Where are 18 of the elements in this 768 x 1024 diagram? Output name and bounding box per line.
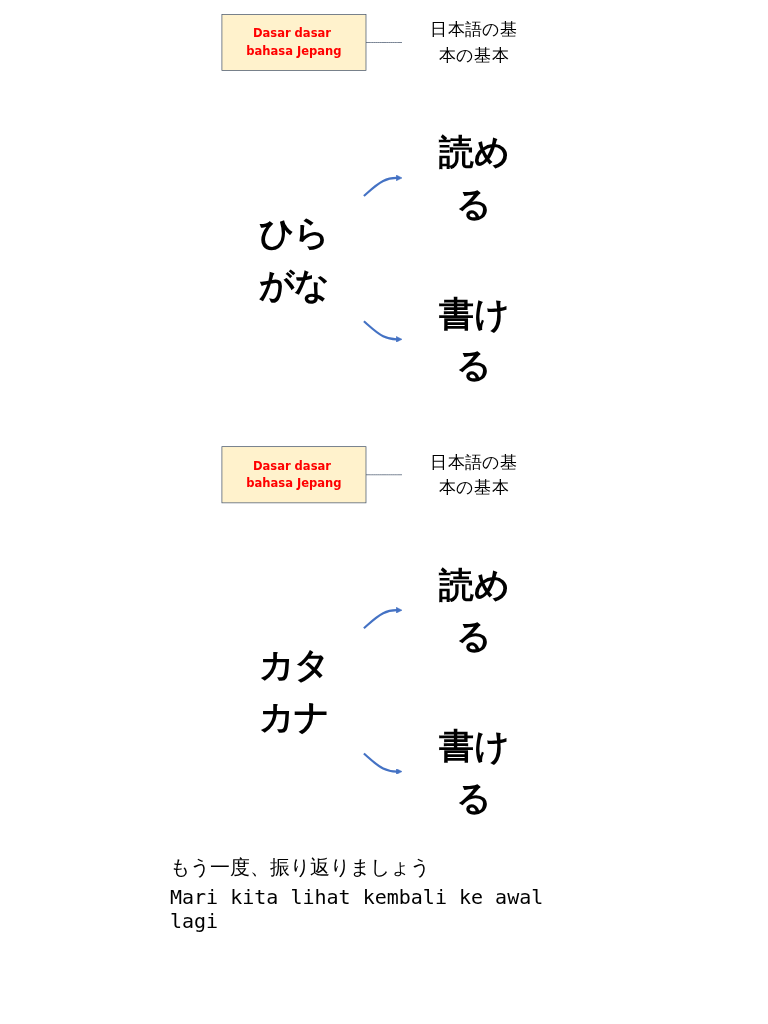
node-text: 読める <box>439 564 509 657</box>
node-text: 日本語の基本の基本 <box>430 19 518 66</box>
note-text: もう一度、振り返りましょう <box>170 854 431 881</box>
node-text: 書ける <box>439 725 509 818</box>
connector <box>365 474 403 476</box>
arrow <box>363 320 403 343</box>
node-text: 日本語の基本の基本 <box>430 451 518 498</box>
node-box: Dasar dasar bahasa Jepang <box>221 446 367 504</box>
node-text: ひらがな <box>258 212 330 305</box>
note-text: Mari kita lihat kembali ke awal lagi <box>170 885 545 933</box>
node-text: 書ける <box>439 293 509 386</box>
node-text: 読める <box>439 131 509 225</box>
arrow <box>363 752 403 775</box>
arrow <box>363 174 403 197</box>
node-text: カタカナ <box>258 644 330 737</box>
node-box: Dasar dasar bahasa Jepang <box>221 14 367 71</box>
connector <box>365 42 403 43</box>
arrow <box>363 607 403 629</box>
